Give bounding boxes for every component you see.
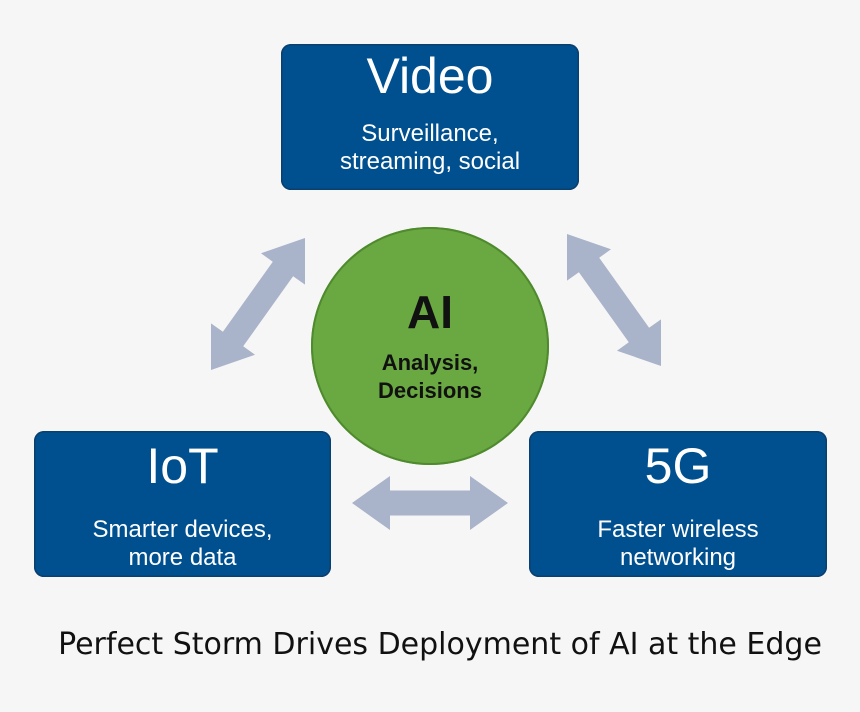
video-node: Video Surveillance, streaming, social: [281, 44, 579, 190]
5g-node-title: 5G: [644, 438, 712, 494]
iot-node-title: IoT: [146, 438, 219, 494]
video-node-subtitle: Surveillance, streaming, social: [339, 120, 521, 175]
5g-node: 5G Faster wireless networking: [529, 431, 827, 577]
ai-center-circle: AI Analysis, Decisions: [311, 227, 549, 465]
arrow-iot-video: [211, 238, 305, 370]
diagram-caption: Perfect Storm Drives Deployment of AI at…: [58, 627, 822, 662]
5g-node-subtitle: Faster wireless networking: [597, 516, 759, 571]
arrow-video-5g: [567, 234, 661, 366]
iot-node: IoT Smarter devices, more data: [34, 431, 331, 577]
ai-center-title: AI: [407, 286, 453, 338]
iot-node-subtitle: Smarter devices, more data: [92, 516, 273, 571]
video-node-title: Video: [366, 48, 494, 104]
arrow-iot-5g: [352, 476, 508, 530]
ai-center-subtitle: Analysis, Decisions: [378, 350, 482, 403]
